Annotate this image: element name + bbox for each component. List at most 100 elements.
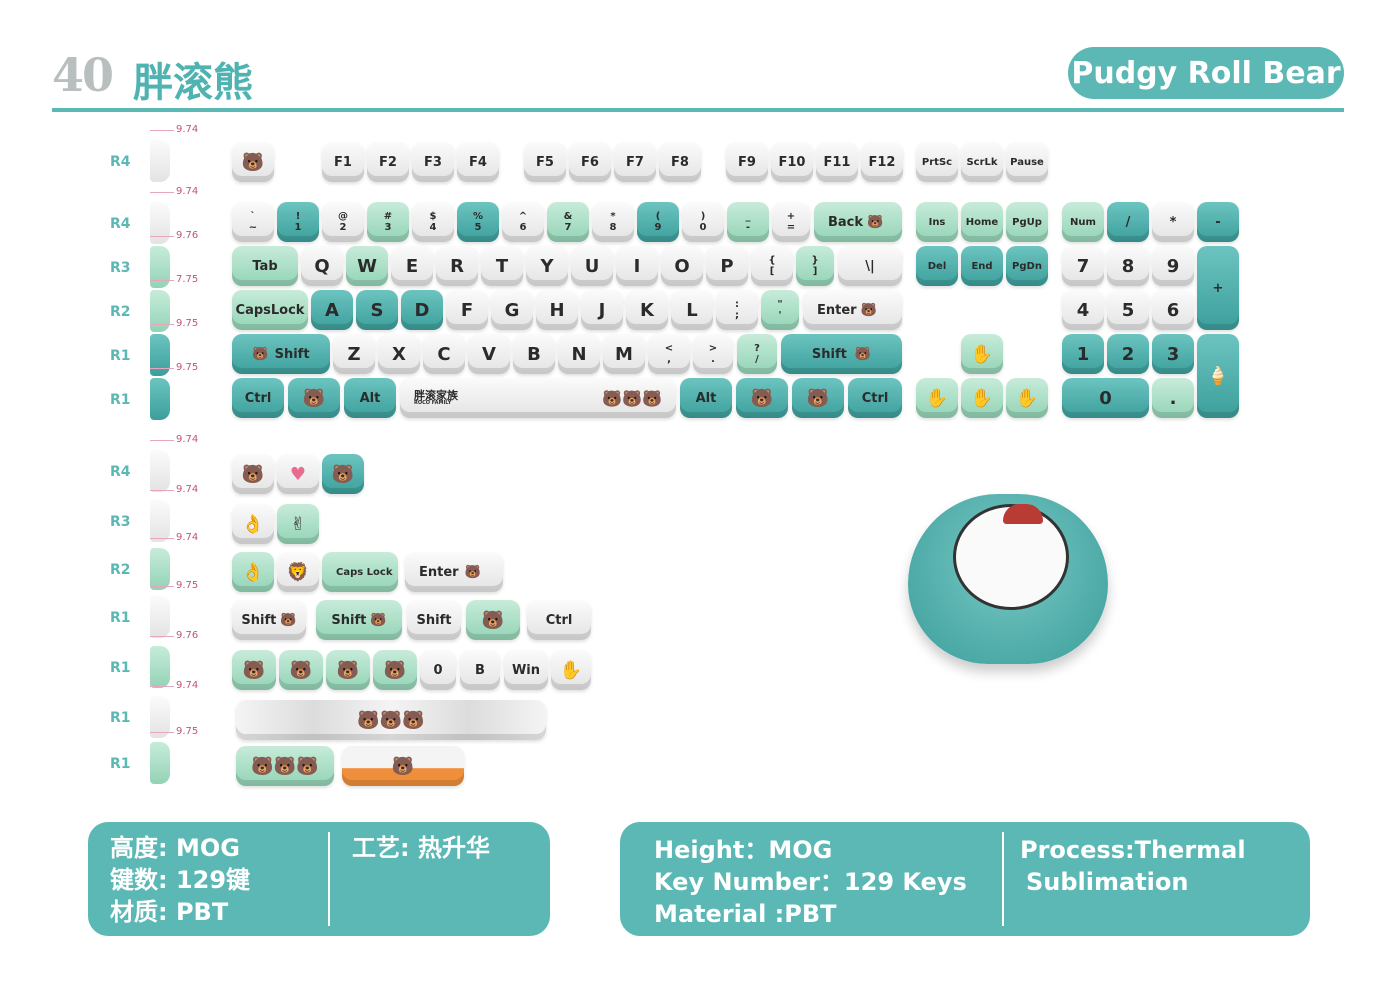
key-del[interactable]: Del: [916, 246, 958, 286]
extra-enter[interactable]: Enter🐻: [405, 552, 503, 592]
key-r[interactable]: R: [436, 246, 478, 286]
extra-bear-sleep-icon[interactable]: 🐻: [466, 600, 520, 640]
key-np-5[interactable]: 5: [1107, 290, 1149, 330]
key-backslash[interactable]: \|: [838, 246, 902, 286]
key-h[interactable]: H: [536, 290, 578, 330]
key-z[interactable]: Z: [333, 334, 375, 374]
key-np-9[interactable]: 9: [1152, 246, 1194, 286]
key-6[interactable]: ^6: [502, 202, 544, 242]
extra-capslock[interactable]: Caps Lock: [322, 552, 398, 592]
extra-ok-paw-icon[interactable]: 👌: [232, 504, 274, 544]
extra-ok-paw-icon[interactable]: 👌: [232, 552, 274, 592]
key-c[interactable]: C: [423, 334, 465, 374]
key-lshift[interactable]: 🐻Shift: [232, 334, 330, 374]
key-j[interactable]: J: [581, 290, 623, 330]
key-np-1[interactable]: 1: [1062, 334, 1104, 374]
key-slash[interactable]: ?/: [737, 334, 777, 374]
key-np-minus[interactable]: -: [1197, 202, 1239, 242]
key-f12[interactable]: F12: [861, 142, 903, 182]
key-end[interactable]: End: [961, 246, 1003, 286]
extra-bear-face-icon[interactable]: 🐻: [322, 454, 364, 494]
key-home[interactable]: Home: [961, 202, 1003, 242]
key-w[interactable]: W: [346, 246, 388, 286]
extra-shift[interactable]: Shift🐻: [232, 600, 306, 640]
key-l[interactable]: L: [671, 290, 713, 330]
extra-key-win[interactable]: Win: [504, 650, 548, 690]
key-np-7[interactable]: 7: [1062, 246, 1104, 286]
key-semicolon[interactable]: :;: [716, 290, 758, 330]
key-ralt[interactable]: Alt: [680, 378, 732, 418]
key-a[interactable]: A: [311, 290, 353, 330]
key-tab[interactable]: Tab: [232, 246, 298, 286]
extra-shift[interactable]: Shift: [407, 600, 461, 640]
key-pause[interactable]: Pause: [1006, 142, 1048, 182]
key-enter[interactable]: Enter🐻: [803, 290, 902, 330]
key-np-divide[interactable]: /: [1107, 202, 1149, 242]
key-capslock[interactable]: CapsLock: [232, 290, 308, 330]
key-g[interactable]: G: [491, 290, 533, 330]
key-m[interactable]: M: [603, 334, 645, 374]
key-grave[interactable]: `~: [232, 202, 274, 242]
extra-spacebar-bear-faces-icon[interactable]: 🐻🐻🐻: [236, 700, 546, 740]
extra-heart-icon[interactable]: ♥: [277, 454, 319, 494]
key-pgup[interactable]: PgUp: [1006, 202, 1048, 242]
key-f2[interactable]: F2: [367, 142, 409, 182]
key-o[interactable]: O: [661, 246, 703, 286]
key-f7[interactable]: F7: [614, 142, 656, 182]
key-lbracket[interactable]: {[: [751, 246, 793, 286]
key-menu-bear-icon[interactable]: 🐻: [792, 378, 844, 418]
extra-lion-bear-icon[interactable]: 🦁: [277, 552, 319, 592]
key-t[interactable]: T: [481, 246, 523, 286]
key-f10[interactable]: F10: [771, 142, 813, 182]
arrow-down-paw-icon[interactable]: ✋: [961, 378, 1003, 418]
extra-bear-face-icon[interactable]: 🐻: [232, 650, 276, 690]
key-fn-bear-icon[interactable]: 🐻: [736, 378, 788, 418]
key-np-plus[interactable]: +: [1197, 246, 1239, 330]
arrow-right-paw-icon[interactable]: ✋: [1006, 378, 1048, 418]
key-f5[interactable]: F5: [524, 142, 566, 182]
key-3[interactable]: #3: [367, 202, 409, 242]
key-scrlk[interactable]: ScrLk: [961, 142, 1003, 182]
extra-key-b[interactable]: B: [460, 650, 500, 690]
key-2[interactable]: @2: [322, 202, 364, 242]
key-n[interactable]: N: [558, 334, 600, 374]
key-np-enter-bear-icon[interactable]: 🍦: [1197, 334, 1239, 418]
key-rshift[interactable]: Shift🐻: [781, 334, 902, 374]
key-4[interactable]: $4: [412, 202, 454, 242]
key-np-dot[interactable]: .: [1152, 378, 1194, 418]
key-f4[interactable]: F4: [457, 142, 499, 182]
key-k[interactable]: K: [626, 290, 668, 330]
extra-bear-face-icon[interactable]: 🐻: [232, 454, 274, 494]
key-numlock[interactable]: Num: [1062, 202, 1104, 242]
key-p[interactable]: P: [706, 246, 748, 286]
key-comma[interactable]: <,: [648, 334, 690, 374]
extra-bear-face-icon[interactable]: 🐻: [326, 650, 370, 690]
key-f8[interactable]: F8: [659, 142, 701, 182]
key-minus[interactable]: _-: [727, 202, 769, 242]
key-lctrl[interactable]: Ctrl: [232, 378, 284, 418]
key-u[interactable]: U: [571, 246, 613, 286]
key-d[interactable]: D: [401, 290, 443, 330]
key-f1[interactable]: F1: [322, 142, 364, 182]
key-equals[interactable]: +=: [772, 202, 810, 242]
key-lwin-bear-icon[interactable]: 🐻: [288, 378, 340, 418]
key-ins[interactable]: Ins: [916, 202, 958, 242]
key-np-4[interactable]: 4: [1062, 290, 1104, 330]
key-np-0[interactable]: 0: [1062, 378, 1149, 418]
key-f6[interactable]: F6: [569, 142, 611, 182]
key-7[interactable]: &7: [547, 202, 589, 242]
key-1[interactable]: !1: [277, 202, 319, 242]
key-quote[interactable]: "': [761, 290, 799, 330]
extra-key-0[interactable]: 0: [420, 650, 456, 690]
key-f3[interactable]: F3: [412, 142, 454, 182]
key-backspace[interactable]: Back🐻: [814, 202, 902, 242]
extra-bears-group-icon[interactable]: 🐻🐻🐻: [236, 746, 334, 786]
key-f11[interactable]: F11: [816, 142, 858, 182]
extra-peace-paw-icon[interactable]: ✌: [277, 504, 319, 544]
key-v[interactable]: V: [468, 334, 510, 374]
extra-ctrl[interactable]: Ctrl: [527, 600, 591, 640]
key-x[interactable]: X: [378, 334, 420, 374]
arrow-left-paw-icon[interactable]: ✋: [916, 378, 958, 418]
key-rbracket[interactable]: }]: [796, 246, 834, 286]
